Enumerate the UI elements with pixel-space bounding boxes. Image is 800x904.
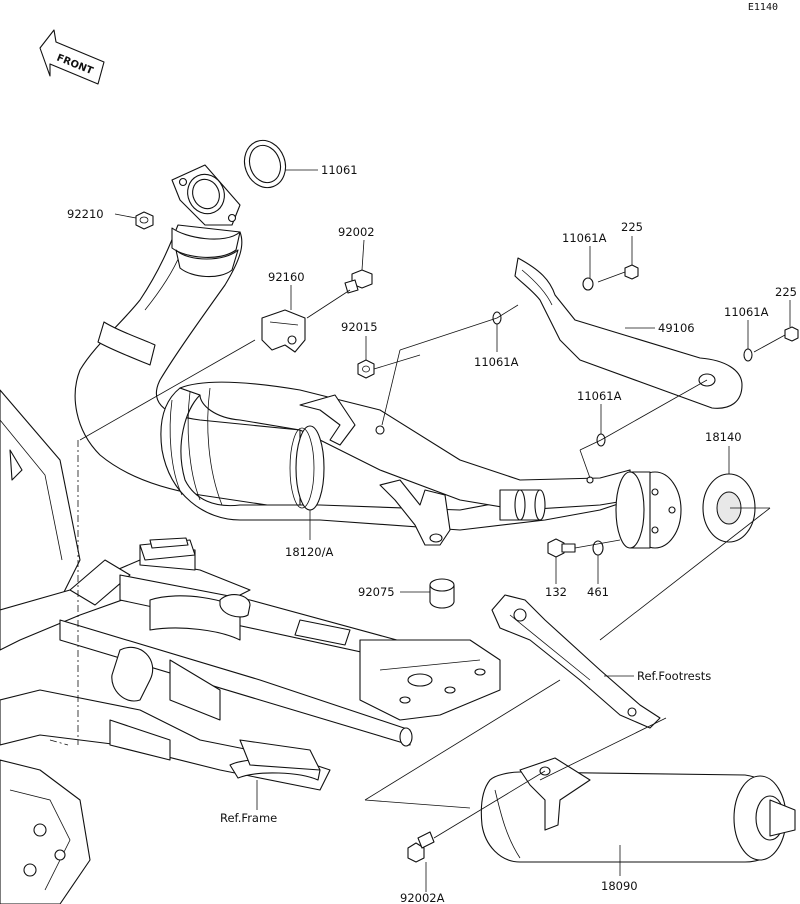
- bolt-132-icon: [547, 538, 576, 558]
- diagram-code: E1140: [748, 2, 778, 13]
- label-ref-frame[interactable]: Ref.Frame: [220, 811, 277, 825]
- nut-92015-icon: [357, 359, 375, 379]
- gasket-18140-icon: [702, 473, 756, 543]
- part-labels: 11061 92210 92002 92160 92015 11061A 225…: [67, 163, 797, 904]
- label-11061A-right[interactable]: 11061A: [724, 305, 769, 319]
- clamp-92160-icon: [261, 309, 306, 353]
- damper-92075-icon: [429, 578, 455, 609]
- label-225-top[interactable]: 225: [621, 220, 643, 234]
- label-11061A-mid[interactable]: 11061A: [474, 355, 519, 369]
- label-92075[interactable]: 92075: [358, 585, 395, 599]
- footrest-reference: [491, 594, 661, 729]
- bolt-92002A-icon: [407, 831, 435, 863]
- label-18120A[interactable]: 18120/A: [285, 545, 333, 559]
- washer-icon: [492, 277, 753, 556]
- label-ref-footrests[interactable]: Ref.Footrests: [637, 669, 711, 683]
- label-18090[interactable]: 18090: [601, 879, 638, 893]
- gasket-11061-icon: [243, 139, 287, 189]
- nut-92210-icon: [135, 211, 154, 230]
- label-18140[interactable]: 18140: [705, 430, 742, 444]
- heat-guard-bracket: [514, 257, 743, 409]
- label-11061[interactable]: 11061: [321, 163, 358, 177]
- label-225-right[interactable]: 225: [775, 285, 797, 299]
- label-132[interactable]: 132: [545, 585, 567, 599]
- bolt-92002-icon: [344, 269, 373, 294]
- main-chamber: [160, 381, 682, 549]
- frame-assembly: [0, 389, 501, 904]
- label-92002A[interactable]: 92002A: [400, 891, 445, 904]
- front-arrow-icon: FRONT: [39, 29, 105, 85]
- label-92015[interactable]: 92015: [341, 320, 378, 334]
- bolt-225-icon: [624, 264, 799, 342]
- header-pipe: [74, 164, 301, 511]
- muffler: [480, 757, 796, 863]
- label-92210[interactable]: 92210: [67, 207, 104, 221]
- label-11061A-top[interactable]: 11061A: [562, 231, 607, 245]
- label-92160[interactable]: 92160: [268, 270, 305, 284]
- label-11061A-lower[interactable]: 11061A: [577, 389, 622, 403]
- leader-lines: [49, 169, 791, 892]
- label-461[interactable]: 461: [587, 585, 609, 599]
- label-92002[interactable]: 92002: [338, 225, 375, 239]
- label-49106[interactable]: 49106: [658, 321, 695, 335]
